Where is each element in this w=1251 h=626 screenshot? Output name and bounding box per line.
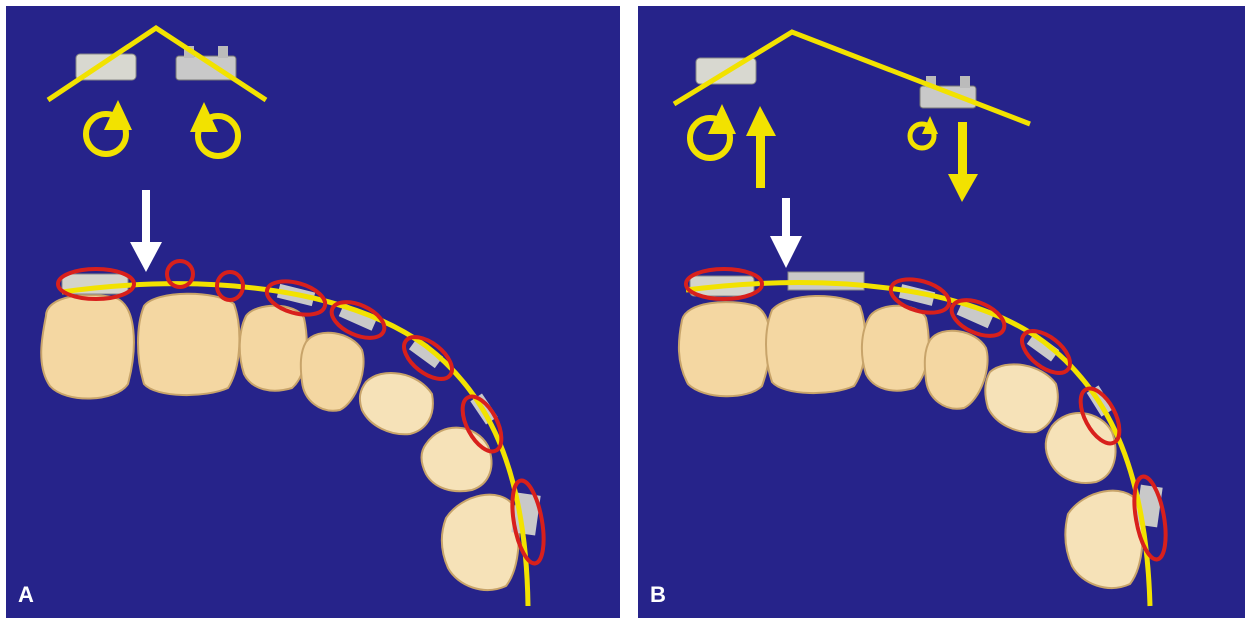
tooth-molar-1 — [138, 294, 239, 395]
tooth-molar-2 — [41, 295, 134, 399]
bracket-wing-2 — [218, 46, 228, 58]
bracket-wing-2 — [960, 76, 970, 88]
panel-b-label: B — [650, 582, 666, 608]
tooth-central-incisor — [442, 495, 519, 590]
tooth-lateral-incisor — [422, 428, 492, 492]
panel-a-label: A — [18, 582, 34, 608]
tooth-molar-1 — [766, 296, 865, 393]
tooth-central-incisor — [1065, 491, 1142, 588]
tooth-molar-2 — [679, 302, 770, 396]
panel-b: B — [638, 6, 1245, 618]
panel-a-illustration — [6, 6, 620, 618]
tooth-premolar-2 — [862, 306, 929, 391]
panel-a: A — [6, 6, 620, 618]
bracket-right — [920, 86, 976, 108]
tooth-premolar-2 — [240, 306, 307, 391]
panel-b-illustration — [638, 6, 1245, 618]
